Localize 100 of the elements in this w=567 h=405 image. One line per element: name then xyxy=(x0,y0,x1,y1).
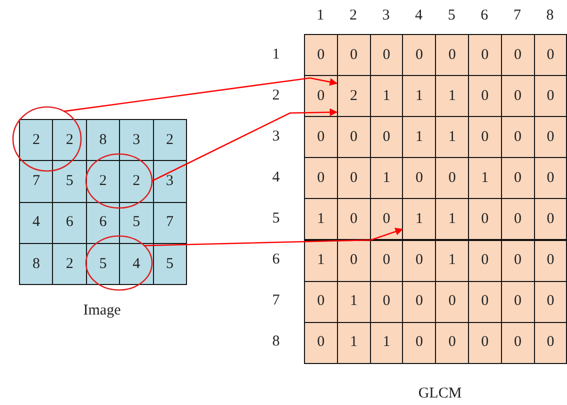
grid-cell: 8 xyxy=(19,242,54,286)
grid-cell: 0 xyxy=(534,198,567,240)
grid-cell: 0 xyxy=(402,157,436,200)
row-number: 6 xyxy=(272,252,280,269)
grid-cell: 2 xyxy=(119,160,154,203)
grid-cell: 0 xyxy=(402,322,436,364)
grid-cell: 0 xyxy=(336,116,371,158)
grid-cell: 1 xyxy=(402,116,436,158)
image-label: Image xyxy=(83,302,121,320)
grid-cell: 2 xyxy=(19,119,54,162)
grid-cell: 1 xyxy=(304,198,338,240)
column-number: 1 xyxy=(316,8,324,24)
grid-cell: 0 xyxy=(336,198,371,240)
column-number: 3 xyxy=(382,8,390,24)
grid-cell: 4 xyxy=(119,242,154,286)
grid-cell: 5 xyxy=(52,160,87,203)
grid-cell: 0 xyxy=(500,280,535,323)
grid-cell: 0 xyxy=(500,240,535,282)
grid-cell: 3 xyxy=(152,160,187,203)
grid-cell: 0 xyxy=(304,280,338,323)
grid-cell: 2 xyxy=(152,119,187,162)
grid-cell: 2 xyxy=(52,119,87,162)
grid-cell: 0 xyxy=(500,322,535,364)
grid-cell: 0 xyxy=(336,240,371,282)
grid-cell: 0 xyxy=(402,34,436,76)
grid-cell: 0 xyxy=(304,34,338,76)
grid-cell: 1 xyxy=(304,240,338,282)
column-number: 2 xyxy=(349,8,357,24)
grid-cell: 0 xyxy=(500,157,535,200)
grid-cell: 7 xyxy=(19,160,54,203)
grid-cell: 0 xyxy=(534,116,567,158)
grid-cell: 1 xyxy=(435,240,469,282)
grid-cell: 0 xyxy=(402,240,436,282)
grid-cell: 1 xyxy=(370,75,404,118)
grid-cell: 0 xyxy=(370,116,404,158)
grid-cell: 0 xyxy=(370,34,404,76)
grid-cell: 0 xyxy=(468,322,502,364)
row-number: 8 xyxy=(272,334,280,351)
grid-cell: 0 xyxy=(304,322,338,364)
grid-cell: 0 xyxy=(370,280,404,323)
grid-cell: 1 xyxy=(435,75,469,118)
grid-cell: 1 xyxy=(402,75,436,118)
grid-cell: 0 xyxy=(435,280,469,323)
grid-cell: 0 xyxy=(534,157,567,200)
grid-cell: 3 xyxy=(119,119,154,162)
grid-cell: 0 xyxy=(402,280,436,323)
grid-cell: 8 xyxy=(86,119,120,162)
grid-cell: 0 xyxy=(468,280,502,323)
highlight-ellipse xyxy=(85,153,153,209)
arrow xyxy=(152,108,338,182)
column-number: 5 xyxy=(448,8,456,24)
column-number: 4 xyxy=(415,8,423,24)
grid-cell: 0 xyxy=(534,34,567,76)
grid-cell: 0 xyxy=(534,240,567,282)
grid-cell: 0 xyxy=(435,34,469,76)
grid-cell: 0 xyxy=(468,116,502,158)
row-number: 7 xyxy=(272,292,280,310)
grid-cell: 0 xyxy=(336,34,371,76)
grid-cell: 0 xyxy=(370,240,404,282)
column-number: 8 xyxy=(546,8,554,24)
grid-cell: 0 xyxy=(500,75,535,118)
grid-cell: 0 xyxy=(304,116,338,158)
grid-cell: 0 xyxy=(304,157,338,200)
grid-cell: 1 xyxy=(336,280,371,323)
grid-cell: 1 xyxy=(370,322,404,364)
grid-cell: 0 xyxy=(435,322,469,364)
grid-cell: 0 xyxy=(534,322,567,364)
grid-cell: 1 xyxy=(370,157,404,200)
grid-cell: 0 xyxy=(468,75,502,118)
grid-cell: 2 xyxy=(336,75,371,118)
grid-cell: 0 xyxy=(468,34,502,76)
arrow xyxy=(64,77,338,112)
highlight-ellipse xyxy=(85,235,153,291)
grid-cell: 0 xyxy=(435,157,469,200)
grid-cell: 7 xyxy=(152,202,187,244)
grid-cell: 1 xyxy=(336,322,371,364)
grid-cell: 4 xyxy=(19,202,54,244)
grid-cell: 1 xyxy=(435,198,469,240)
column-number: 7 xyxy=(513,8,521,24)
matrix-label: GLCM xyxy=(418,386,462,402)
grid-cell: 5 xyxy=(119,202,154,244)
grid-cell: 0 xyxy=(336,157,371,200)
grid-cell: 0 xyxy=(468,198,502,240)
column-number: 6 xyxy=(480,8,488,24)
grid-cell: 1 xyxy=(402,198,436,240)
grid-cell: 0 xyxy=(534,280,567,323)
grid-cell: 1 xyxy=(468,157,502,200)
row-number: 1 xyxy=(272,46,280,64)
row-number: 2 xyxy=(272,87,280,104)
row-number: 5 xyxy=(272,210,280,228)
row-number: 4 xyxy=(272,169,280,186)
grid-cell: 0 xyxy=(500,198,535,240)
grid-cell: 2 xyxy=(52,242,87,286)
grid-cell: 1 xyxy=(435,116,469,158)
grid-cell: 5 xyxy=(152,242,187,286)
row-number: 3 xyxy=(272,128,280,146)
grid-cell: 0 xyxy=(500,116,535,158)
grid-cell: 6 xyxy=(52,202,87,244)
highlight-ellipse xyxy=(12,106,82,172)
grid-cell: 0 xyxy=(500,34,535,76)
